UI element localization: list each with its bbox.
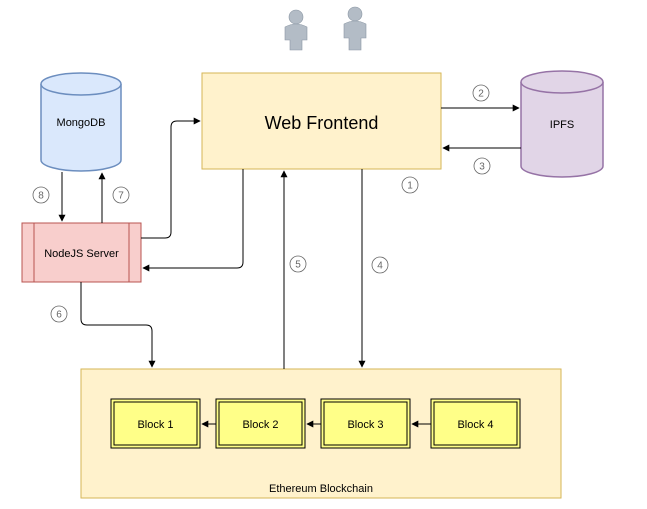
svg-text:1: 1 bbox=[407, 181, 413, 192]
svg-text:3: 3 bbox=[479, 162, 485, 173]
step-marker-7: 7 bbox=[112, 186, 130, 204]
arrow-server-to-blockchain bbox=[80, 282, 156, 368]
block-2: Block 2 bbox=[215, 398, 306, 449]
step-marker-6: 6 bbox=[50, 305, 68, 323]
mongodb-label: MongoDB bbox=[57, 117, 106, 129]
block-2-label: Block 2 bbox=[242, 419, 278, 431]
step-marker-2: 2 bbox=[472, 84, 490, 102]
svg-text:4: 4 bbox=[377, 261, 383, 272]
web-frontend-label: Web Frontend bbox=[265, 113, 379, 133]
arrow-server-to-frontend bbox=[141, 117, 201, 239]
block-1-label: Block 1 bbox=[137, 419, 173, 431]
nodejs-server-label: NodeJS Server bbox=[44, 248, 119, 260]
blockchain-label: Ethereum Blockchain bbox=[269, 483, 373, 495]
step-marker-8: 8 bbox=[32, 186, 50, 204]
nodejs-server-box: NodeJS Server bbox=[21, 222, 142, 283]
ipfs-storage: IPFS bbox=[520, 70, 604, 178]
step-marker-1: 1 bbox=[401, 176, 419, 194]
svg-text:7: 7 bbox=[118, 191, 124, 202]
svg-text:2: 2 bbox=[478, 89, 484, 100]
block-4: Block 4 bbox=[430, 398, 521, 449]
step-marker-3: 3 bbox=[473, 157, 491, 175]
user-icon bbox=[284, 9, 308, 51]
block-3-label: Block 3 bbox=[347, 419, 383, 431]
svg-text:8: 8 bbox=[38, 191, 44, 202]
step-marker-5: 5 bbox=[289, 255, 307, 273]
block-3: Block 3 bbox=[320, 398, 411, 449]
user-icon bbox=[343, 6, 367, 51]
step-marker-4: 4 bbox=[371, 256, 389, 274]
svg-text:5: 5 bbox=[295, 260, 301, 271]
block-1: Block 1 bbox=[110, 398, 201, 449]
block-4-label: Block 4 bbox=[457, 419, 493, 431]
svg-text:6: 6 bbox=[56, 310, 62, 321]
ipfs-label: IPFS bbox=[550, 119, 574, 131]
mongodb-database: MongoDB bbox=[40, 72, 122, 172]
web-frontend-box bbox=[201, 72, 442, 170]
arrow-frontend-to-server bbox=[142, 169, 244, 272]
